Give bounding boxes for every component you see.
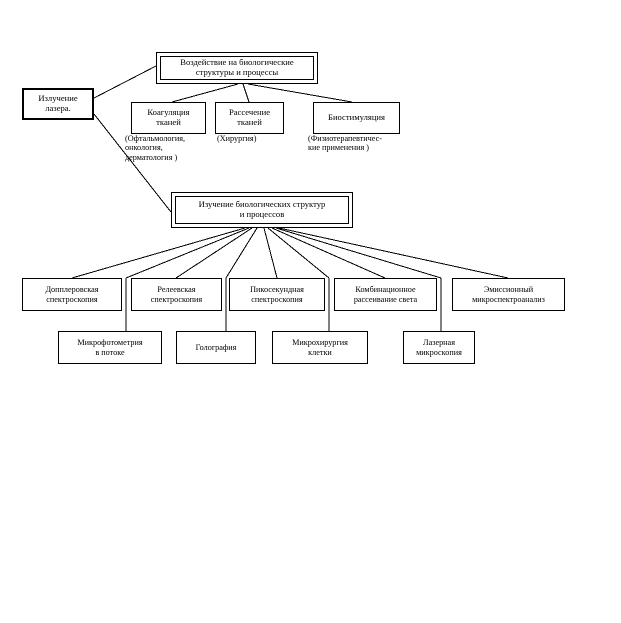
node-impact-on-bio-structures-label: Воздействие на биологические структуры и… [180,57,294,77]
node-doppler-spectroscopy-label: Допплеровская спектроскопия [45,285,99,304]
node-laser-microscopy-label: Лазерная микроскопия [416,338,462,357]
edge-study-to-microphotometry-a [125,227,250,279]
edge-study-to-raman [271,227,386,279]
node-dissection[interactable]: Рассечение тканей [215,102,284,134]
edge-impact-to-biostimulation [247,83,353,103]
node-coagulation-label: Коагуляция тканей [147,107,190,127]
node-holography-label: Голография [195,342,237,352]
node-coagulation[interactable]: Коагуляция тканей [131,102,206,134]
node-picosecond-spectroscopy-label: Пикосекундная спектроскопия [250,285,304,304]
edge-study-to-microsurgery-a [267,227,330,279]
node-study-of-bio-structures-label: Изучение биологических структур и процес… [198,199,326,219]
node-biostimulation-label: Биостимуляция [328,112,385,123]
node-holography[interactable]: Голография [176,331,256,364]
edge-study-to-rayleigh [175,227,253,279]
node-biostimulation[interactable]: Биостимуляция [313,102,400,134]
edge-study-to-picosecond [263,227,278,279]
node-raman-scattering[interactable]: Комбинационное рассеивание света [334,278,437,311]
caption-biostimulation: (Физиотерапевтичес- кие применения ) [308,134,382,153]
node-emission-microspectral-analysis-label: Эмиссионный микроспектроанализ [472,285,545,304]
edge-root-to-impact [93,65,157,99]
node-flow-microphotometry[interactable]: Микрофотометрия в потоке [58,331,162,364]
node-cell-microsurgery[interactable]: Микрохирургия клетки [272,331,368,364]
node-dissection-label: Рассечение тканей [228,107,271,127]
edge-impact-to-dissection [242,83,250,103]
edge-study-to-emission [278,227,509,279]
node-laser-microscopy[interactable]: Лазерная микроскопия [403,331,475,364]
edge-impact-to-coagulation [171,83,239,103]
edge-study-to-microphotometry-b [225,227,258,279]
node-emission-microspectral-analysis[interactable]: Эмиссионный микроспектроанализ [452,278,565,311]
node-doppler-spectroscopy[interactable]: Допплеровская спектроскопия [22,278,122,311]
caption-coagulation: (Офтальмология, онкология, дерматология … [125,134,186,162]
node-rayleigh-spectroscopy-label: Релеевская спектроскопия [150,285,203,304]
edge-study-to-doppler [71,227,246,279]
node-cell-microsurgery-label: Микрохирургия клетки [292,338,348,357]
node-rayleigh-spectroscopy[interactable]: Релеевская спектроскопия [131,278,222,311]
caption-dissection: (Хирургия) [217,134,257,143]
node-raman-scattering-label: Комбинационное рассеивание света [353,285,418,304]
node-study-of-bio-structures[interactable]: Изучение биологических структур и процес… [171,192,353,228]
node-picosecond-spectroscopy[interactable]: Пикосекундная спектроскопия [229,278,325,311]
node-laser-radiation-label: Излучение лазера. [38,93,78,113]
node-laser-radiation[interactable]: Излучение лазера. [22,88,94,120]
node-flow-microphotometry-label: Микрофотометрия в потоке [77,338,143,357]
node-impact-on-bio-structures[interactable]: Воздействие на биологические структуры и… [156,52,318,84]
edge-study-to-lasermicroscopy-a [275,227,442,279]
